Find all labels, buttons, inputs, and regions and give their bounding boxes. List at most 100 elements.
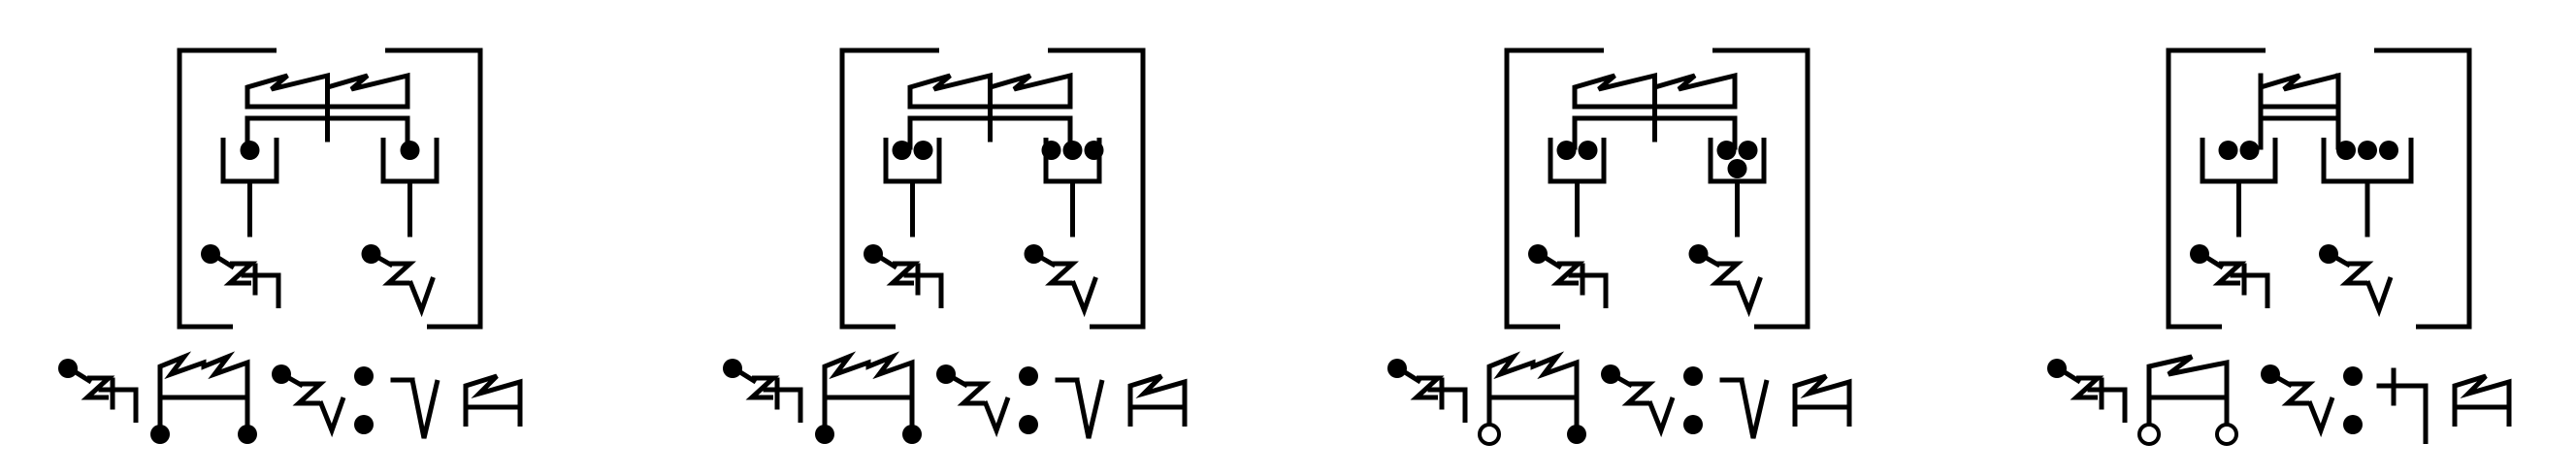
bridge-roof: [825, 357, 912, 397]
dot-zigzag-v-glyph: [1688, 244, 1761, 310]
left-cup: [2202, 138, 2275, 181]
v-stroke: [1073, 277, 1096, 310]
hook-stroke: [1592, 275, 1606, 308]
dot-zigzag-v-glyph: [2261, 364, 2332, 430]
glyph-dot: [1688, 244, 1709, 264]
tail-roof: [2455, 376, 2509, 427]
bridge-left-foot: [815, 425, 834, 444]
hook-stroke: [1451, 390, 1465, 423]
left-cup-dot: [913, 141, 933, 160]
bridge-symbol: [815, 357, 922, 444]
formula-row: [723, 357, 1185, 444]
zigzag-stroke: [752, 378, 773, 397]
right-cup-dot: [1727, 159, 1747, 178]
bracket-box: [179, 50, 480, 327]
zigzag-stroke: [299, 384, 320, 403]
panel-group: [58, 50, 2509, 444]
minus-v-symbol: [1722, 380, 1767, 438]
left-bracket: [842, 50, 939, 327]
dot-zigzag-plus-hook-glyph: [2047, 359, 2125, 423]
zigzag-stroke: [1628, 384, 1649, 403]
zigzag-stroke: [963, 384, 985, 403]
diagram-panel-1: [58, 50, 520, 444]
bracket-box: [2168, 50, 2469, 327]
bridge-left-foot: [2139, 425, 2159, 444]
glyph-dot: [1387, 359, 1407, 378]
left-bracket: [2168, 50, 2266, 327]
left-cup-dot: [240, 141, 260, 160]
colon-symbol: [1019, 366, 1038, 434]
left-bracket: [1507, 50, 1604, 327]
colon-symbol: [2343, 366, 2363, 434]
zigzag-stroke: [87, 378, 109, 397]
right-cup-dot: [2336, 141, 2356, 160]
tail-roof: [466, 376, 520, 427]
dot-zigzag-plus-hook-glyph: [1528, 244, 1606, 308]
colon-bottom-dot: [354, 415, 374, 434]
glyph-dot: [201, 244, 220, 264]
colon-top-dot: [1019, 366, 1038, 386]
dot-zigzag-plus-hook-glyph: [864, 244, 941, 308]
tail-symbol: [1795, 376, 1849, 427]
glyph-dot: [864, 244, 883, 264]
hook-stroke: [122, 390, 136, 423]
left-cup-dot: [1556, 141, 1577, 160]
roof-zigzag: [2261, 76, 2338, 109]
right-bracket: [2374, 50, 2469, 327]
dot-zigzag-plus-hook-glyph: [2190, 244, 2267, 308]
formula-row: [58, 357, 520, 444]
zigzag-stroke: [2288, 384, 2309, 403]
bridge-roof: [2149, 357, 2227, 397]
hook-stroke: [265, 275, 278, 308]
tail-roof: [1130, 376, 1185, 427]
bracket-box: [1507, 50, 1808, 327]
colon-top-dot: [2343, 366, 2363, 386]
zigzag-stroke: [2076, 378, 2098, 397]
tail-symbol: [1130, 376, 1185, 427]
v-stroke: [2309, 397, 2332, 430]
glyph-dot: [1601, 364, 1620, 384]
bridge-symbol: [1480, 357, 1586, 444]
glyph-dot: [2190, 244, 2209, 264]
right-cup-dot: [400, 141, 420, 160]
colon-bottom-dot: [1683, 415, 1703, 434]
v-stroke: [1077, 380, 1102, 438]
bridge-right-foot: [1567, 425, 1586, 444]
bridge-left-foot: [150, 425, 170, 444]
zigzag-stroke: [2219, 264, 2240, 283]
right-cup-dot: [1062, 141, 1083, 160]
v-stroke: [1738, 277, 1761, 310]
glyph-dot: [2319, 244, 2338, 264]
zigzag-stroke: [389, 264, 410, 283]
zigzag-stroke: [2346, 264, 2367, 283]
zigzag-stroke: [1417, 378, 1438, 397]
v-stroke: [985, 397, 1008, 430]
zigzag-stroke: [893, 264, 914, 283]
glyph-dot: [361, 244, 381, 264]
hook-stroke: [2111, 390, 2125, 423]
right-cup-dot: [1041, 141, 1061, 160]
right-cup-dot: [2358, 141, 2377, 160]
bridge-right-foot: [238, 425, 257, 444]
right-bracket: [385, 50, 480, 327]
v-stroke: [1742, 380, 1767, 438]
glyph-dot: [2047, 359, 2067, 378]
zigzag-stroke: [1716, 264, 1738, 283]
right-cup-dot: [2379, 141, 2398, 160]
v-stroke: [412, 380, 438, 438]
v-stroke: [1649, 397, 1673, 430]
v-stroke: [320, 397, 343, 430]
hook-stroke: [928, 275, 941, 308]
glyph-dot: [272, 364, 291, 384]
plus-hook-symbol: [2379, 370, 2426, 444]
bridge-right-foot: [902, 425, 922, 444]
dot-zigzag-plus-hook-glyph: [201, 244, 278, 308]
glyph-dot: [1528, 244, 1548, 264]
dot-zigzag-plus-hook-glyph: [1387, 359, 1465, 423]
bridge-roof: [160, 357, 247, 397]
left-cup-dot: [2218, 141, 2238, 160]
dot-zigzag-v-glyph: [1024, 244, 1096, 310]
right-cup-dot: [1716, 141, 1737, 160]
left-bracket: [179, 50, 277, 327]
